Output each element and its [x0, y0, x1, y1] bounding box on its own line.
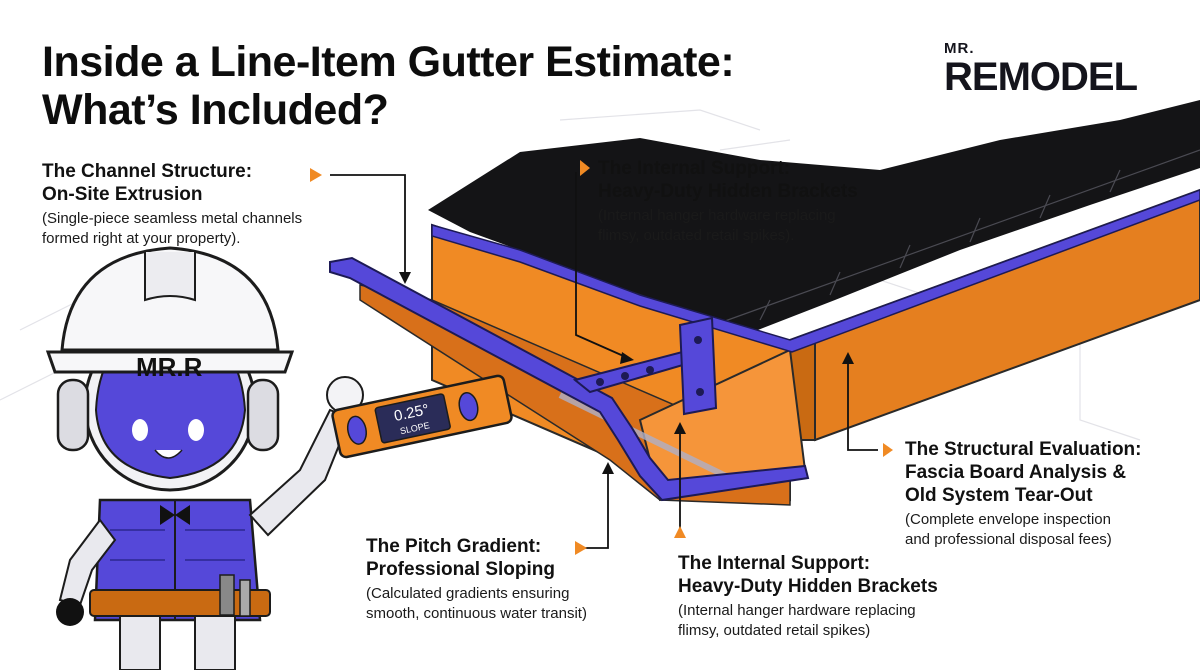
callout-desc: (Internal hanger hardware replacing flim…	[598, 207, 836, 244]
wrench-icon	[219, 574, 235, 616]
leader-pointers	[399, 272, 854, 474]
level-reading: 0.25°	[393, 401, 431, 425]
callout-title: Professional Sloping	[366, 559, 555, 580]
callout-internal-support-bottom: The Internal Support: Heavy-Duty Hidden …	[678, 552, 998, 641]
logo-wordmark: REMODEL	[944, 55, 1138, 99]
callout-title: Heavy-Duty Hidden Brackets	[678, 576, 938, 597]
callout-title: The Internal Support:	[678, 553, 871, 574]
callout-desc: (Internal hanger hardware replacing flim…	[678, 602, 916, 639]
spirit-level	[331, 374, 513, 459]
title-line-1: Inside a Line-Item Gutter Estimate:	[42, 38, 735, 86]
logo-prefix: MR.	[944, 40, 975, 57]
callout-title: The Internal Support:	[598, 158, 791, 179]
screwdriver-icon	[239, 579, 251, 617]
callout-title: The Structural Evaluation:	[905, 439, 1142, 460]
hard-hat	[60, 246, 280, 352]
gutter-front-rim	[329, 256, 810, 502]
gutter-back-rim	[431, 189, 1200, 353]
left-earmuff	[56, 378, 90, 452]
water-channel	[558, 392, 732, 481]
brand-logo: MR. REMODEL	[944, 40, 1138, 99]
callout-title: Heavy-Duty Hidden Brackets	[598, 181, 858, 202]
right-earmuff	[246, 378, 280, 452]
callout-title: The Pitch Gradient:	[366, 536, 542, 557]
callout-title: Old System Tear-Out	[905, 485, 1093, 506]
callout-structural-evaluation: The Structural Evaluation: Fascia Board …	[905, 438, 1195, 550]
callout-title: Fascia Board Analysis &	[905, 462, 1127, 483]
callout-channel-structure: The Channel Structure: On-Site Extrusion…	[42, 160, 342, 249]
helmet-label: MR.R	[136, 352, 203, 382]
page-title: Inside a Line-Item Gutter Estimate: What…	[42, 38, 735, 134]
shingle-seams	[699, 149, 1200, 331]
callout-desc: (Single-piece seamless metal channels fo…	[42, 210, 303, 247]
callout-internal-support-top: The Internal Support: Heavy-Duty Hidden …	[598, 157, 928, 246]
callout-title: On-Site Extrusion	[42, 184, 203, 205]
callout-title: The Channel Structure:	[42, 161, 253, 182]
title-line-2: What’s Included?	[42, 86, 389, 134]
callout-desc: (Complete envelope inspection and profes…	[905, 511, 1112, 548]
mascot-mr-r	[45, 246, 513, 670]
callout-desc: (Calculated gradients ensuring smooth, c…	[366, 585, 587, 622]
leader-lines	[330, 172, 878, 549]
callout-pitch-gradient: The Pitch Gradient: Professional Sloping…	[366, 535, 636, 624]
roof-shingles	[428, 100, 1200, 345]
leader-arrowheads	[310, 160, 893, 555]
hidden-bracket	[572, 316, 718, 416]
